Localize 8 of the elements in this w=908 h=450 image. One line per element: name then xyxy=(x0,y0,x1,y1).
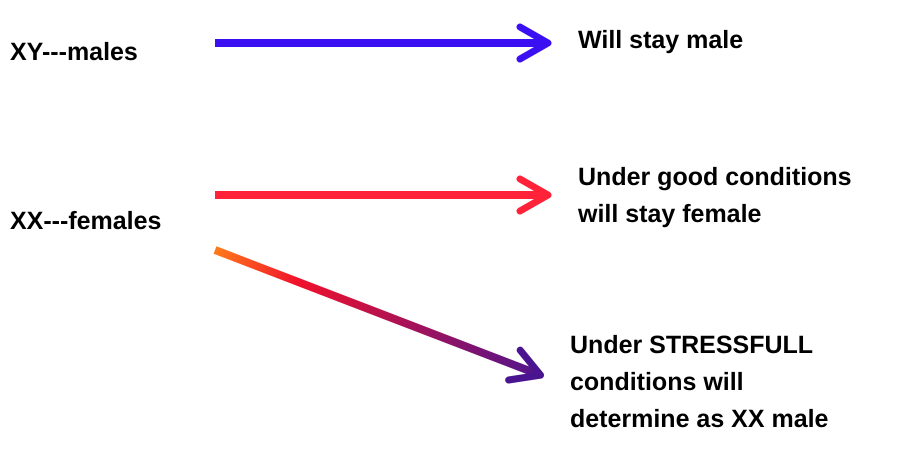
node-label: Will stay male xyxy=(578,24,744,56)
node-label: XX---females xyxy=(10,206,162,236)
node-label: Under STRESSFULL conditions will determine as XX male xyxy=(570,330,830,434)
node-label: XY---males xyxy=(10,36,139,68)
node-label: Under good conditions will stay female xyxy=(578,162,853,230)
arrow xyxy=(214,246,544,384)
arrow xyxy=(215,24,552,62)
arrow xyxy=(215,176,552,214)
